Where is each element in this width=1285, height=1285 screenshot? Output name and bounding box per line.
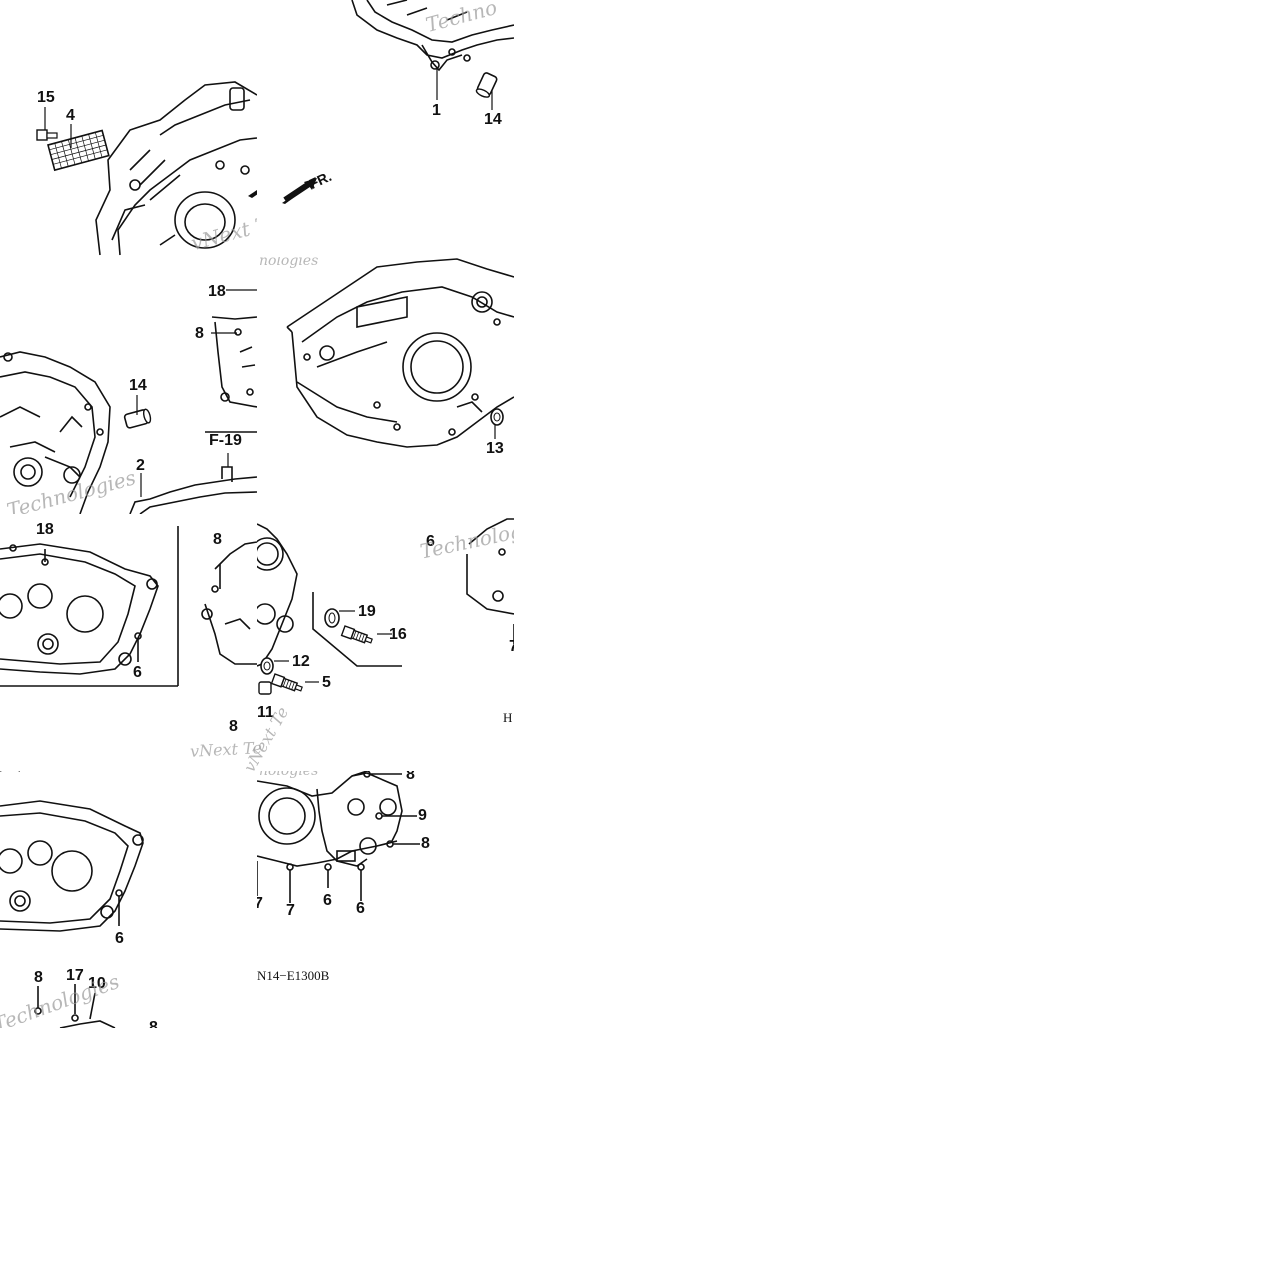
crankcase-right-drawing [286, 258, 514, 448]
bolt-icon [36, 129, 58, 141]
dowel-pin-icon [123, 408, 152, 429]
callout-8: 8 [406, 771, 415, 783]
callout-19: 19 [358, 603, 376, 620]
callout-5: 5 [322, 674, 331, 691]
callout-8: 8 [213, 531, 222, 548]
callout-4: 4 [66, 107, 75, 124]
callout-7: 7 [509, 638, 514, 655]
callout-17: 17 [66, 967, 84, 984]
diagram-tile-case-half-left: 18 6 8 [0, 514, 257, 771]
callout-18: 18 [208, 283, 226, 300]
callout-2: 2 [136, 457, 145, 474]
callout-12: 12 [292, 653, 310, 670]
callout-6: 6 [356, 900, 365, 917]
crankcase-left-drawing [36, 81, 257, 256]
switch-sensor-icon [270, 673, 303, 692]
reference-figure-label: F-19 [209, 432, 242, 449]
callout-14: 14 [129, 377, 147, 394]
callout-8: 8 [34, 969, 43, 986]
watermark: nologies [259, 257, 319, 269]
callout-18: 18 [36, 521, 54, 538]
callout-7: 7 [257, 895, 263, 912]
callout-8: 8 [421, 835, 430, 852]
callout-7: 7 [286, 902, 295, 919]
cover-bolts-drawing [257, 771, 420, 903]
callout-13: 13 [486, 440, 504, 457]
dowel-pin-icon [475, 72, 498, 98]
diagram-tile-cover-bolts: 8 9 8 7 7 6 6 N14−E1300B nologies [257, 771, 514, 1028]
oil-seal-icon [260, 657, 274, 675]
sealing-washer-icon [324, 608, 340, 628]
case-half-bottom-drawing [0, 771, 144, 1028]
diagram-tile-oil-strainer: 15 4 vNext Te [0, 0, 257, 257]
case-half-left-drawing [0, 526, 257, 687]
diagram-tile-crankcase-assembly: 18 8 14 F-19 2 Technologies [0, 257, 257, 514]
oil-strainer-icon [47, 129, 110, 172]
front-direction-arrow-icon [282, 178, 317, 204]
callout-6: 6 [115, 930, 124, 947]
watermark: nologies [259, 771, 319, 779]
section-letter: H [503, 710, 513, 725]
callout-6: 6 [426, 533, 435, 550]
callout-9: 9 [418, 807, 427, 824]
plug-icon [258, 681, 272, 695]
crankcase-right-top-drawing [282, 0, 514, 204]
diagram-tile-crankcase-right: 13 nologies [257, 257, 514, 514]
callout-11: 11 [257, 704, 274, 721]
callout-10: 10 [88, 975, 106, 992]
sensors-drawing [257, 518, 514, 695]
crankcase-assembly-drawing [0, 289, 257, 514]
switch-sensor-icon [340, 625, 373, 644]
callout-6: 6 [323, 892, 332, 909]
callout-16: 16 [389, 626, 407, 643]
diagram-tile-crankcase-right-top: 1 14 FR. Techno [257, 0, 514, 257]
callout-6: 6 [133, 664, 142, 681]
diagram-tile-sensors: 19 16 12 5 11 6 7 H Technologies [257, 514, 514, 771]
callout-14: 14 [484, 111, 502, 128]
oil-seal-icon [490, 408, 504, 426]
callout-8: 8 [195, 325, 204, 342]
part-code: N14−E1300B [257, 968, 330, 983]
callout-8: 8 [229, 718, 238, 735]
callout-1: 1 [432, 102, 441, 119]
callout-8: 8 [149, 1019, 158, 1029]
callout-15: 15 [37, 89, 55, 106]
diagram-tile-case-half-bottom: 3 6 8 17 10 8 Technologies [0, 771, 257, 1028]
